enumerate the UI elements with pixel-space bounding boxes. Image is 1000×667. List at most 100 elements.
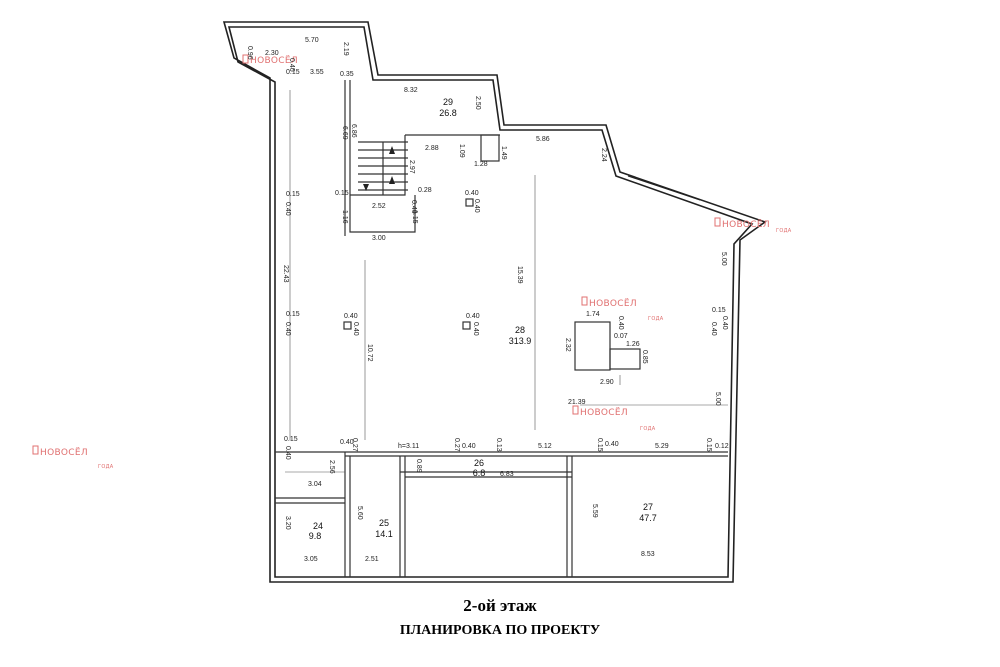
- dimension-label: 0.40: [352, 322, 359, 336]
- dimension-label: 0.40: [340, 439, 354, 446]
- dimension-label: 0.15: [284, 436, 298, 443]
- dimension-label: 5.60: [356, 506, 363, 520]
- watermark-brand: НОВОСЁЛ: [580, 407, 628, 418]
- dimension-label: 2.19: [342, 42, 349, 56]
- dimension-label: 0.15: [286, 69, 300, 76]
- room-area: 14.1: [375, 529, 393, 539]
- dimension-label: 5.00: [714, 392, 721, 406]
- dimension-label: 1.15: [411, 210, 418, 224]
- dimension-label: 0.15: [286, 311, 300, 318]
- dimension-label: 0.12: [715, 443, 729, 450]
- watermark-4: НОВОСЁЛ ГОДА: [572, 405, 655, 432]
- watermark-badge: ГОДА: [776, 228, 792, 234]
- room-number: 27: [643, 502, 653, 512]
- room-number: 25: [379, 518, 389, 528]
- dimension-label: 21.39: [568, 399, 586, 406]
- watermark-3: НОВОСЁЛ ГОДА: [581, 296, 664, 322]
- dimension-label: 3.05: [304, 556, 318, 563]
- dimension-label: 0.40: [721, 316, 728, 330]
- dimension-label: h=3.11: [398, 443, 419, 450]
- dimension-label: 0.15: [705, 438, 712, 452]
- dimension-label: 0.40: [344, 313, 358, 320]
- dimension-labels: 0.96 2.30 5.70 0.40 2.19 0.15 3.55 0.35 …: [246, 37, 729, 563]
- dimension-label: 0.15: [286, 191, 300, 198]
- dimension-label: 5.12: [538, 443, 552, 450]
- dimension-label: 0.40: [466, 313, 480, 320]
- dimension-label: 2.30: [265, 50, 279, 57]
- dimension-label: 0.40: [410, 200, 417, 214]
- dimension-label: 6.86: [350, 124, 357, 138]
- dimension-label: 1.16: [341, 210, 348, 224]
- dimension-label: 0.85: [641, 350, 648, 364]
- room-area: 26.8: [439, 108, 457, 118]
- dimension-label: 6.69: [341, 126, 348, 140]
- room-number: 29: [443, 97, 453, 107]
- dimension-label: 2.52: [372, 203, 386, 210]
- dimension-label: 3.00: [372, 235, 386, 242]
- dimension-label: 2.50: [474, 96, 481, 110]
- dimension-label: 3.20: [284, 516, 291, 530]
- dimension-label: 1.49: [500, 146, 507, 160]
- dimension-label: 0.40: [605, 441, 619, 448]
- dimension-label: 0.40: [288, 58, 295, 72]
- dimension-label: 1.74: [586, 311, 600, 318]
- watermark-brand: НОВОСЁЛ: [722, 219, 770, 230]
- dimension-label: 0.96: [246, 46, 253, 60]
- dimension-label: 2.32: [564, 338, 571, 352]
- dimension-label: 0.40: [284, 446, 291, 460]
- watermark-5: НОВОСЁЛ ГОДА: [32, 445, 114, 470]
- room-area: 47.7: [639, 513, 657, 523]
- dimension-label: 3.55: [310, 69, 324, 76]
- dimension-label: 2.56: [328, 460, 335, 474]
- dimension-label: 22.43: [282, 265, 289, 283]
- dimension-label: 0.15: [712, 307, 726, 314]
- room-number: 24: [313, 521, 323, 531]
- dimension-label: 0.15: [335, 190, 349, 197]
- dimension-label: 0.13: [495, 438, 502, 452]
- dimension-label: 5.70: [305, 37, 319, 44]
- dimension-label: 0.40: [710, 322, 717, 336]
- window-marks: [262, 21, 701, 201]
- watermark-2: НОВОСЁЛ ГОДА: [714, 217, 792, 234]
- watermark-brand: НОВОСЁЛ: [40, 447, 88, 458]
- dimension-label: 1.09: [458, 144, 465, 158]
- room-area: 313.9: [509, 336, 532, 346]
- dimension-label: 0.35: [340, 71, 354, 78]
- interior-walls: [275, 80, 728, 577]
- dimension-label: 8.32: [404, 87, 418, 94]
- watermark-1: НОВОСЁЛ: [242, 54, 298, 66]
- dimension-label: 0.40: [617, 316, 624, 330]
- dimension-label: 5.00: [720, 252, 727, 266]
- room-area: 9.8: [309, 531, 322, 541]
- dimension-label: 0.27: [351, 438, 358, 452]
- dimension-label: 0.28: [418, 187, 432, 194]
- dimension-label: 2.97: [408, 160, 415, 174]
- floor-caption: 2-ой этаж: [463, 596, 537, 615]
- dimension-label: 2.24: [600, 148, 607, 162]
- dimension-label: 1.28: [474, 161, 488, 168]
- dimension-label: 5.29: [655, 443, 669, 450]
- dimension-label: 2.90: [600, 379, 614, 386]
- dimension-label: 0.40: [465, 190, 479, 197]
- dimension-label: 2.88: [425, 145, 439, 152]
- dimension-lines: [285, 90, 728, 473]
- dimension-label: 10.72: [366, 344, 373, 362]
- dimension-label: 0.07: [614, 333, 628, 340]
- dimension-label: 0.40: [462, 443, 476, 450]
- watermark-badge: ГОДА: [98, 464, 114, 470]
- room-labels: 29 26.8 28 313.9 26 6.8 27 47.7 25 14.1 …: [309, 97, 657, 541]
- dimension-label: 0.40: [284, 202, 291, 216]
- dimension-label: 6.83: [500, 471, 514, 478]
- dimension-label: 3.04: [308, 481, 322, 488]
- dimension-label: 0.89: [415, 459, 422, 473]
- dimension-label: 5.86: [536, 136, 550, 143]
- plan-subtitle: ПЛАНИРОВКА ПО ПРОЕКТУ: [399, 623, 601, 638]
- dimension-label: 0.27: [453, 438, 460, 452]
- dimension-label: 5.59: [591, 504, 598, 518]
- dimension-label: 0.40: [473, 199, 480, 213]
- room-number: 26: [474, 458, 484, 468]
- room-area: 6.8: [473, 468, 486, 478]
- stair-arrows: [363, 146, 395, 191]
- watermark-badge: ГОДА: [648, 316, 664, 322]
